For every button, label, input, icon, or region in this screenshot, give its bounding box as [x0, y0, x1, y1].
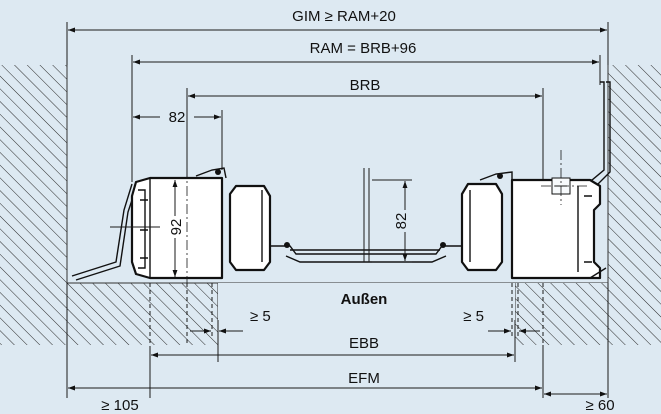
- ge5-right-label: ≥ 5: [463, 308, 484, 325]
- dimension-ge5-right: ≥ 5: [463, 308, 540, 338]
- ge105-label: ≥ 105: [101, 397, 138, 414]
- opening-dashed-lines: [149, 283, 544, 362]
- brb-label: BRB: [350, 77, 381, 94]
- dimension-efm: EFM: [66, 283, 544, 398]
- gim-label: GIM ≥ RAM+20: [292, 8, 396, 25]
- frame-profile-right: [460, 81, 611, 280]
- dimension-ebb: EBB: [149, 335, 516, 362]
- ge60-label: ≥ 60: [585, 397, 614, 414]
- efm-label: EFM: [348, 370, 380, 387]
- ge5-left-label: ≥ 5: [250, 308, 271, 325]
- outside-label: Außen: [341, 291, 388, 308]
- dimension-ge105: ≥ 105: [101, 362, 151, 414]
- dimension-ge60: ≥ 60: [544, 283, 615, 414]
- dimension-ge5-left: ≥ 5: [190, 308, 271, 338]
- dimension-gim: GIM ≥ RAM+20: [66, 7, 609, 65]
- dimension-82-vertical: 82: [372, 179, 412, 263]
- wall-lower-right: [514, 283, 661, 345]
- glass-bottom-rail: [270, 242, 462, 263]
- ram-label: RAM = BRB+96: [310, 40, 417, 57]
- opening-gap: [218, 283, 515, 345]
- dimension-92: 92: [110, 168, 188, 283]
- dim-92-label: 92: [168, 219, 185, 236]
- dimension-ram: RAM = BRB+96: [131, 39, 601, 182]
- dim-82-horizontal-label: 82: [169, 109, 186, 126]
- dimension-brb: BRB: [186, 77, 544, 182]
- wall-right-upper: [607, 65, 661, 283]
- center-mullion: [363, 168, 370, 262]
- dim-82-vertical-label: 82: [393, 213, 410, 230]
- dimension-82-horizontal: 82: [133, 109, 223, 170]
- wall-left-upper: [0, 65, 68, 283]
- ebb-label: EBB: [349, 335, 379, 352]
